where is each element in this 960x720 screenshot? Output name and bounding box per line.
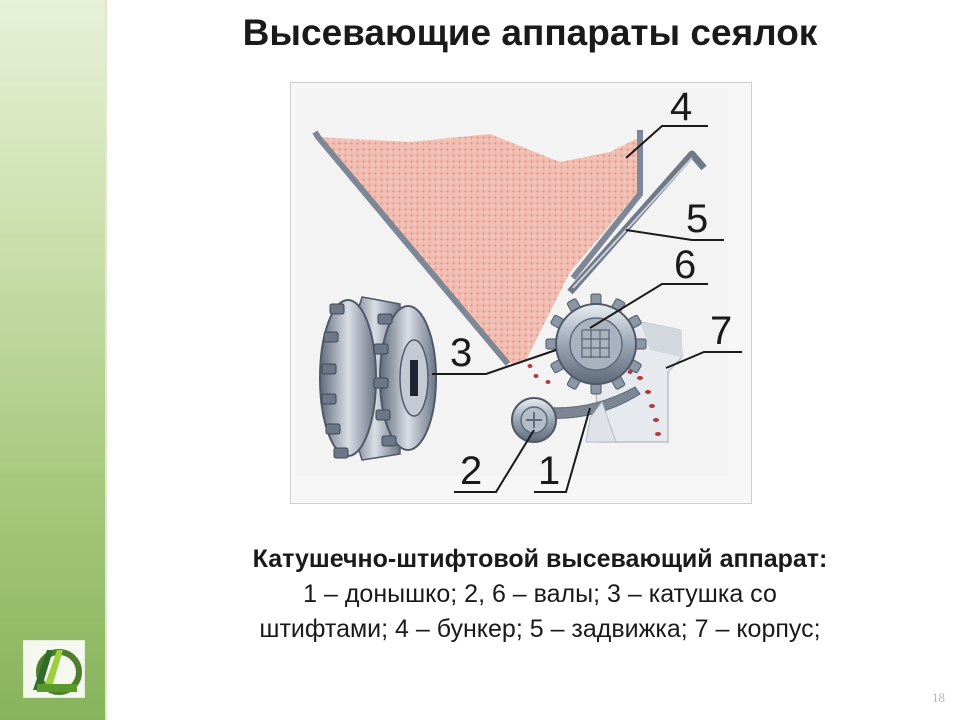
sidebar-divider [105,0,107,720]
caption-line-1: 1 – донышко; 2, 6 – валы; 3 – катушка со [303,580,777,608]
bottom-plate-support [585,400,617,443]
slide-title: Высевающие аппараты сеялок [242,12,818,53]
caption-heading: Катушечно-штифтовой высевающий аппарат: [252,545,828,573]
lower-shaft [511,397,557,443]
falling-seeds [527,364,661,436]
leader-7 [665,351,742,369]
leader-1 [534,407,591,493]
bottom-plate [539,386,641,419]
pin-reel [545,293,647,395]
seed-drill-diagram: 4 5 6 7 3 2 1 [290,82,752,504]
housing-side [640,322,682,357]
pin-coil-side [319,296,437,461]
sidebar-gradient [0,0,105,720]
hopper-wall-left [312,130,511,366]
label-1: 1 [538,449,560,493]
leader-4 [625,125,708,159]
page-number: 18 [932,690,945,705]
label-4: 4 [670,85,692,129]
leader-6 [589,283,708,329]
label-5: 5 [686,197,708,241]
leader-2 [454,429,535,493]
university-logo-icon [23,640,85,698]
hopper-wall-right [570,130,643,280]
label-3: 3 [450,331,472,375]
figure-caption: Катушечно-штифтовой высевающий аппарат: … [120,542,960,647]
gate-slider-highlight [572,157,693,289]
leader-5 [625,229,724,241]
label-6: 6 [674,243,696,287]
label-7: 7 [710,309,732,353]
caption-line-2: штифтами; 4 – бункер; 5 – задвижка; 7 – … [259,615,821,643]
leader-lines [432,125,742,493]
hopper-seeds [316,134,640,365]
leader-3 [432,349,557,375]
label-2: 2 [460,449,482,493]
